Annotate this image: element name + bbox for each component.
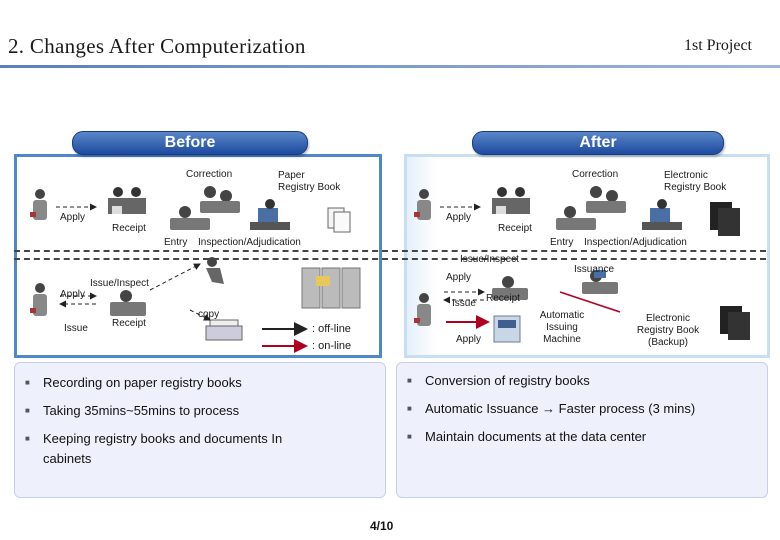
after-bullet: Conversion of registry books: [397, 371, 767, 391]
after-panel: [404, 154, 770, 358]
before-entry-label: Entry: [164, 237, 188, 248]
clerk-desk-icon: [110, 290, 146, 316]
clerks-icon: [492, 187, 530, 214]
cabinet-icon: [301, 267, 361, 309]
after-entry-label: Entry: [550, 237, 574, 248]
before-panel: [14, 154, 382, 358]
citizen-icon: [30, 189, 47, 220]
before-inspection-label: Inspection/Adjudication: [198, 237, 301, 248]
computer-icon: [582, 270, 618, 294]
after-apply-bottom-label: Apply: [456, 334, 482, 345]
slide-title: 2. Changes After Computerization: [8, 34, 306, 58]
before-receipt-bottom-label: Receipt: [112, 318, 146, 329]
electronic-registry-icon: [710, 202, 740, 236]
after-issue-label: Issue: [452, 298, 476, 309]
before-copy-label: copy: [198, 309, 220, 320]
before-bullet: Recording on paper registry books: [15, 373, 385, 393]
before-summary-box: Recording on paper registry books Taking…: [14, 362, 386, 498]
legend-online-label: : on-line: [312, 340, 352, 352]
after-inspection-label: Inspection/Adjudication: [584, 237, 687, 248]
citizen-icon: [30, 283, 47, 316]
citizen-icon: [414, 189, 431, 220]
after-bullet: Automatic Issuance → Faster process (3 m…: [397, 399, 767, 419]
after-apply-mid-label: Apply: [446, 272, 472, 283]
before-heading: Before: [72, 131, 308, 155]
computer-desk-icon: [250, 199, 290, 230]
upper-separator: [14, 250, 766, 252]
clerk-desk-icon: [492, 276, 528, 300]
workers-icon: [556, 186, 626, 230]
after-backup-label: Electronic Registry Book (Backup): [636, 313, 700, 348]
after-apply-label: Apply: [446, 212, 472, 223]
before-bullet: Keeping registry books and documents In …: [15, 429, 333, 469]
citizen-icon: [414, 293, 431, 326]
running-clerk-icon: [206, 257, 224, 284]
computer-desk-icon: [642, 199, 682, 230]
after-e-book-label: Electronic Registry Book: [664, 170, 727, 193]
after-machine-label: Automatic Issuing Machine: [539, 310, 585, 345]
issuing-machine-icon: [493, 315, 521, 343]
before-apply-mid-label: Apply: [60, 289, 86, 300]
paper-registry-icon: [327, 207, 351, 233]
page-number: 4/10: [370, 519, 394, 533]
after-summary-box: Conversion of registry books Automatic I…: [396, 362, 768, 498]
before-paper-book-label: Paper Registry Book: [278, 170, 341, 193]
after-correction-label: Correction: [572, 169, 619, 180]
workers-icon: [170, 186, 240, 230]
title-divider: [0, 65, 780, 68]
before-issue-label: Issue: [64, 323, 88, 334]
before-bullet: Taking 35mins~55mins to process: [15, 401, 385, 421]
copier-icon: [205, 319, 243, 341]
backup-registry-icon: [720, 306, 750, 340]
after-issue-inspect-label: Issue/Inspect: [460, 254, 519, 265]
after-bullet: Maintain documents at the data center: [397, 427, 767, 447]
clerks-icon: [108, 187, 146, 214]
legend-offline-label: : off-line: [312, 323, 351, 335]
after-heading: After: [472, 131, 724, 155]
after-receipt-label: Receipt: [498, 223, 532, 234]
after-issuance-label: Issuance: [574, 264, 615, 275]
after-receipt-mid-label: Receipt: [486, 293, 520, 304]
before-receipt-label: Receipt: [112, 223, 146, 234]
before-apply-label: Apply: [60, 212, 86, 223]
before-correction-label: Correction: [186, 169, 233, 180]
lower-separator: [14, 258, 766, 260]
project-label: 1st Project: [684, 37, 752, 54]
before-issue-inspect-label: Issue/Inspect: [90, 278, 149, 289]
